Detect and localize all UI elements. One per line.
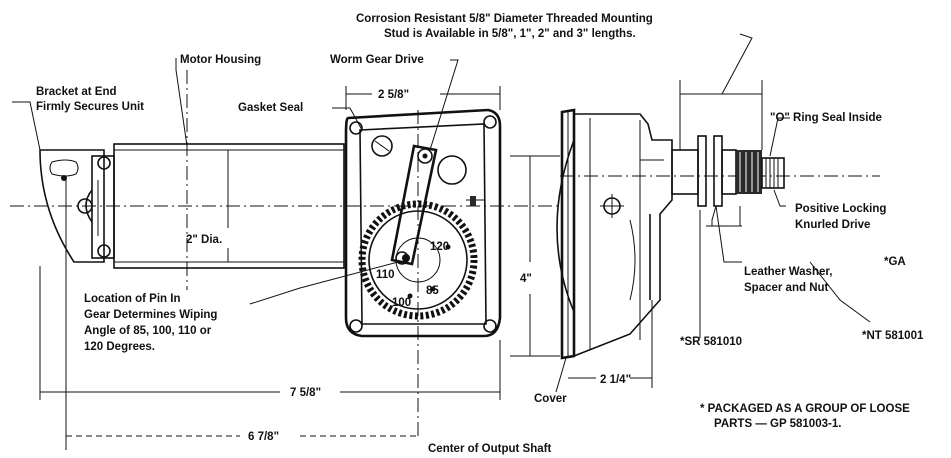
bracket [39, 149, 105, 450]
crank-arm [390, 144, 438, 266]
dim-2-5-8: 2 5/8" [378, 89, 409, 101]
angle-100: 100 [392, 297, 411, 309]
label-pin-line1: Location of Pin In [84, 293, 180, 305]
angle-120: 120 [430, 241, 449, 253]
label-gasket-seal: Gasket Seal [238, 102, 303, 114]
label-bracket-line2: Firmly Secures Unit [36, 101, 144, 113]
label-worm-gear-drive: Worm Gear Drive [330, 54, 424, 66]
label-motor-housing: Motor Housing [180, 54, 261, 66]
label-o-ring-seal: "O" Ring Seal Inside [770, 112, 882, 124]
gear-box-front [344, 108, 502, 338]
label-pin-line3: Angle of 85, 100, 110 or [84, 325, 212, 337]
angle-110: 110 [376, 269, 395, 281]
dim-2-1-4: 2 1/4" [600, 374, 631, 386]
label-sr-part: *SR 581010 [680, 336, 742, 348]
label-cover: Cover [534, 393, 567, 405]
label-center-output: Center of Output Shaft [428, 443, 551, 455]
angle-85: 85 [426, 285, 439, 297]
dimension-lines [39, 80, 763, 437]
label-dia: 2" Dia. [186, 234, 222, 246]
label-ga: *GA [884, 256, 906, 268]
text-labels: Corrosion Resistant 5/8" Diameter Thread… [36, 13, 924, 455]
label-positive-locking-line2: Knurled Drive [795, 219, 870, 231]
label-pin-line2: Gear Determines Wiping [84, 309, 217, 321]
label-corrosion-line2: Stud is Available in 5/8", 1", 2" and 3"… [384, 28, 636, 40]
label-pin-line4: 120 Degrees. [84, 341, 155, 353]
label-packaged-line1: * PACKAGED AS A GROUP OF LOOSE [700, 403, 910, 415]
label-positive-locking-line1: Positive Locking [795, 203, 886, 215]
motor-end-cap [77, 155, 115, 259]
center-lines [10, 70, 880, 440]
dim-4: 4" [520, 273, 532, 285]
dim-6-7-8: 6 7/8" [248, 431, 279, 443]
label-packaged-line2: PARTS — GP 581003-1. [714, 418, 841, 430]
label-bracket-line1: Bracket at End [36, 86, 117, 98]
dim-7-5-8: 7 5/8" [290, 387, 321, 399]
motor-housing [113, 143, 345, 269]
label-corrosion-line1: Corrosion Resistant 5/8" Diameter Thread… [356, 13, 653, 25]
label-leather-line1: Leather Washer, [744, 266, 832, 278]
leader-lines [12, 33, 871, 338]
label-leather-line2: Spacer and Nut [744, 282, 829, 294]
label-nt-part: *NT 581001 [862, 330, 924, 342]
gear-box-side [555, 108, 785, 393]
